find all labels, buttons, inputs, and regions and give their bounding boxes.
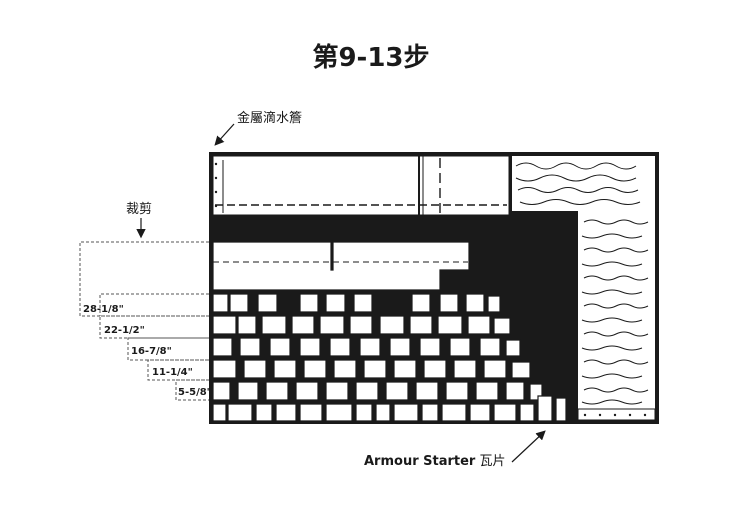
cut-course — [212, 241, 470, 291]
cut-guides — [79, 241, 209, 401]
measurement-label: 16-7/8" — [131, 346, 172, 357]
measurement-label: 28-1/8" — [83, 304, 124, 315]
measurement-label: 22-1/2" — [104, 325, 145, 336]
starter-shingle-suffix: 瓦片 — [475, 454, 505, 469]
arrow-icon — [511, 430, 546, 463]
cut-label: 裁剪 — [126, 201, 152, 217]
roof-panel — [209, 152, 659, 424]
drip-edge-label: 金屬滴水簷 — [237, 110, 302, 126]
arrow-icon — [214, 123, 235, 146]
starter-shingle-brand: Armour Starter — [364, 454, 476, 469]
measurement-label: 5-5/8" — [178, 387, 212, 398]
measurement-label: 11-1/4" — [152, 367, 193, 378]
shingle-courses — [212, 293, 567, 422]
starter-shingle-label: Armour Starter 瓦片 — [364, 454, 506, 469]
wood-deck — [512, 156, 656, 421]
drip-edge — [212, 155, 510, 216]
page-title: 第9-13步 — [312, 42, 429, 73]
